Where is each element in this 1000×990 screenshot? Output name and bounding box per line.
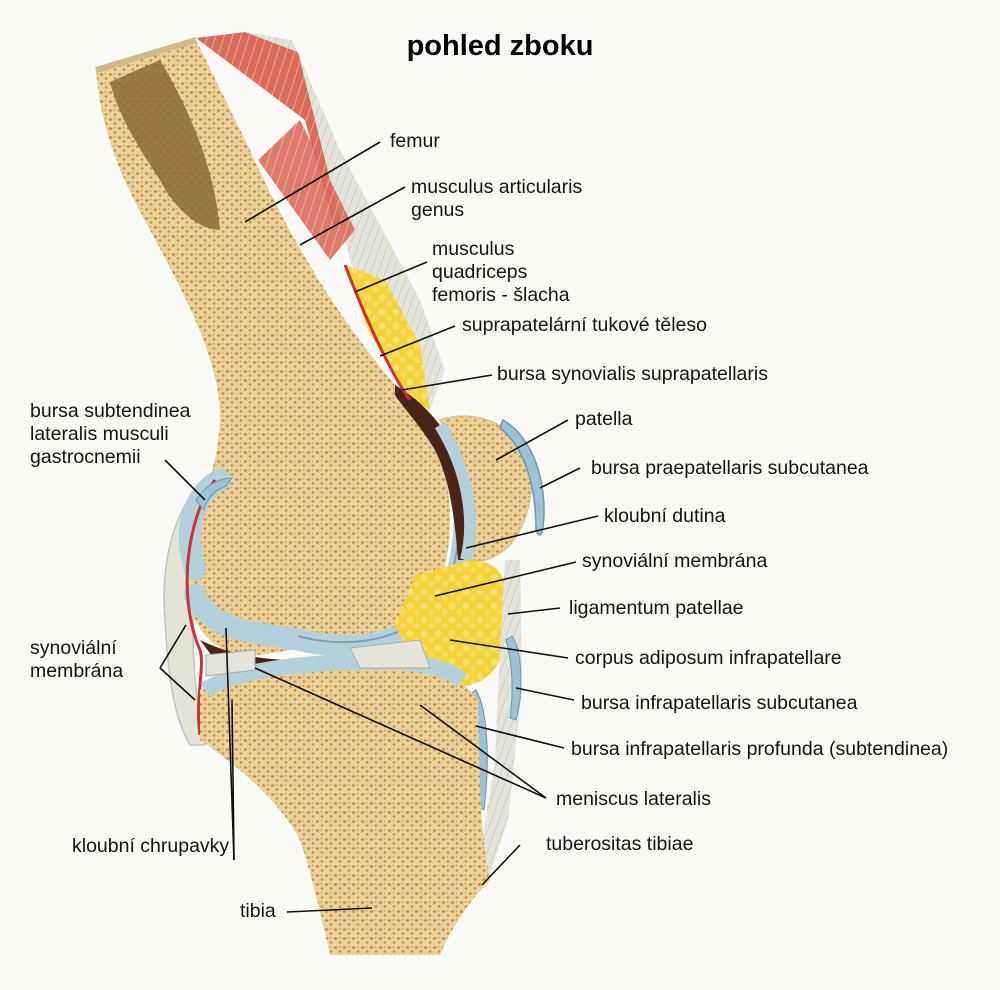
quadriceps-muscle-lower	[258, 120, 355, 260]
patella-cartilage	[434, 421, 477, 562]
tibia-bone	[200, 658, 490, 955]
label-tuberositas-tibiae: tuberositas tibiae	[546, 833, 694, 855]
synovial-line-post	[185, 479, 217, 736]
meniscus-posterior	[205, 649, 256, 677]
suprapatellar-fat	[345, 265, 430, 410]
label-femur: femur	[390, 130, 440, 152]
label-bursa-praepatellaris-subcutanea: bursa praepatellaris subcutanea	[591, 457, 869, 479]
label-suprapatelarni-tukove-teleso: suprapatelární tukové těleso	[462, 314, 707, 336]
label-kloubni-chrupavky: kloubní chrupavky	[72, 835, 230, 857]
label-meniscus-lateralis: meniscus lateralis	[556, 788, 711, 810]
label-kloubni-dutina: kloubní dutina	[604, 505, 726, 527]
femur-marrow	[110, 60, 220, 230]
label-tibia: tibia	[240, 900, 276, 922]
label-bursa-infrapatellaris-subcutanea: bursa infrapatellaris subcutanea	[581, 692, 858, 714]
label-bursa-synovialis-suprapatellaris: bursa synovialis suprapatellaris	[497, 363, 768, 385]
label-bursa-infrapatellaris-profunda: bursa infrapatellaris profunda (subtendi…	[571, 738, 949, 760]
synovial-line-ant	[343, 264, 412, 401]
gastrocnemius-bursa	[195, 477, 234, 512]
label-corpus-adiposum-infrapatellare: corpus adiposum infrapatellare	[575, 647, 842, 669]
page-title: pohled zboku	[406, 30, 594, 62]
meniscus-anterior	[349, 639, 431, 669]
label-bursa-subtendinea: bursa subtendinea lateralis musculi gast…	[30, 400, 191, 468]
label-ligamentum-patellae: ligamentum patellae	[569, 597, 744, 619]
label-musculus-articularis-genus: musculus articularis genus	[411, 176, 583, 221]
label-synovialni-membrana-right: synoviální membrána	[582, 550, 768, 572]
label-musculus-quadriceps: musculus quadriceps femoris - šlacha	[432, 238, 570, 306]
femur-cortex-edge	[95, 37, 197, 73]
prepatellar-bursa	[499, 418, 545, 536]
infrapatellar-subcutaneous-bursa	[505, 635, 522, 721]
leader-lines	[159, 141, 599, 913]
label-synovialni-membrana-left: synoviální membrána	[30, 637, 124, 682]
label-patella: patella	[575, 408, 633, 430]
